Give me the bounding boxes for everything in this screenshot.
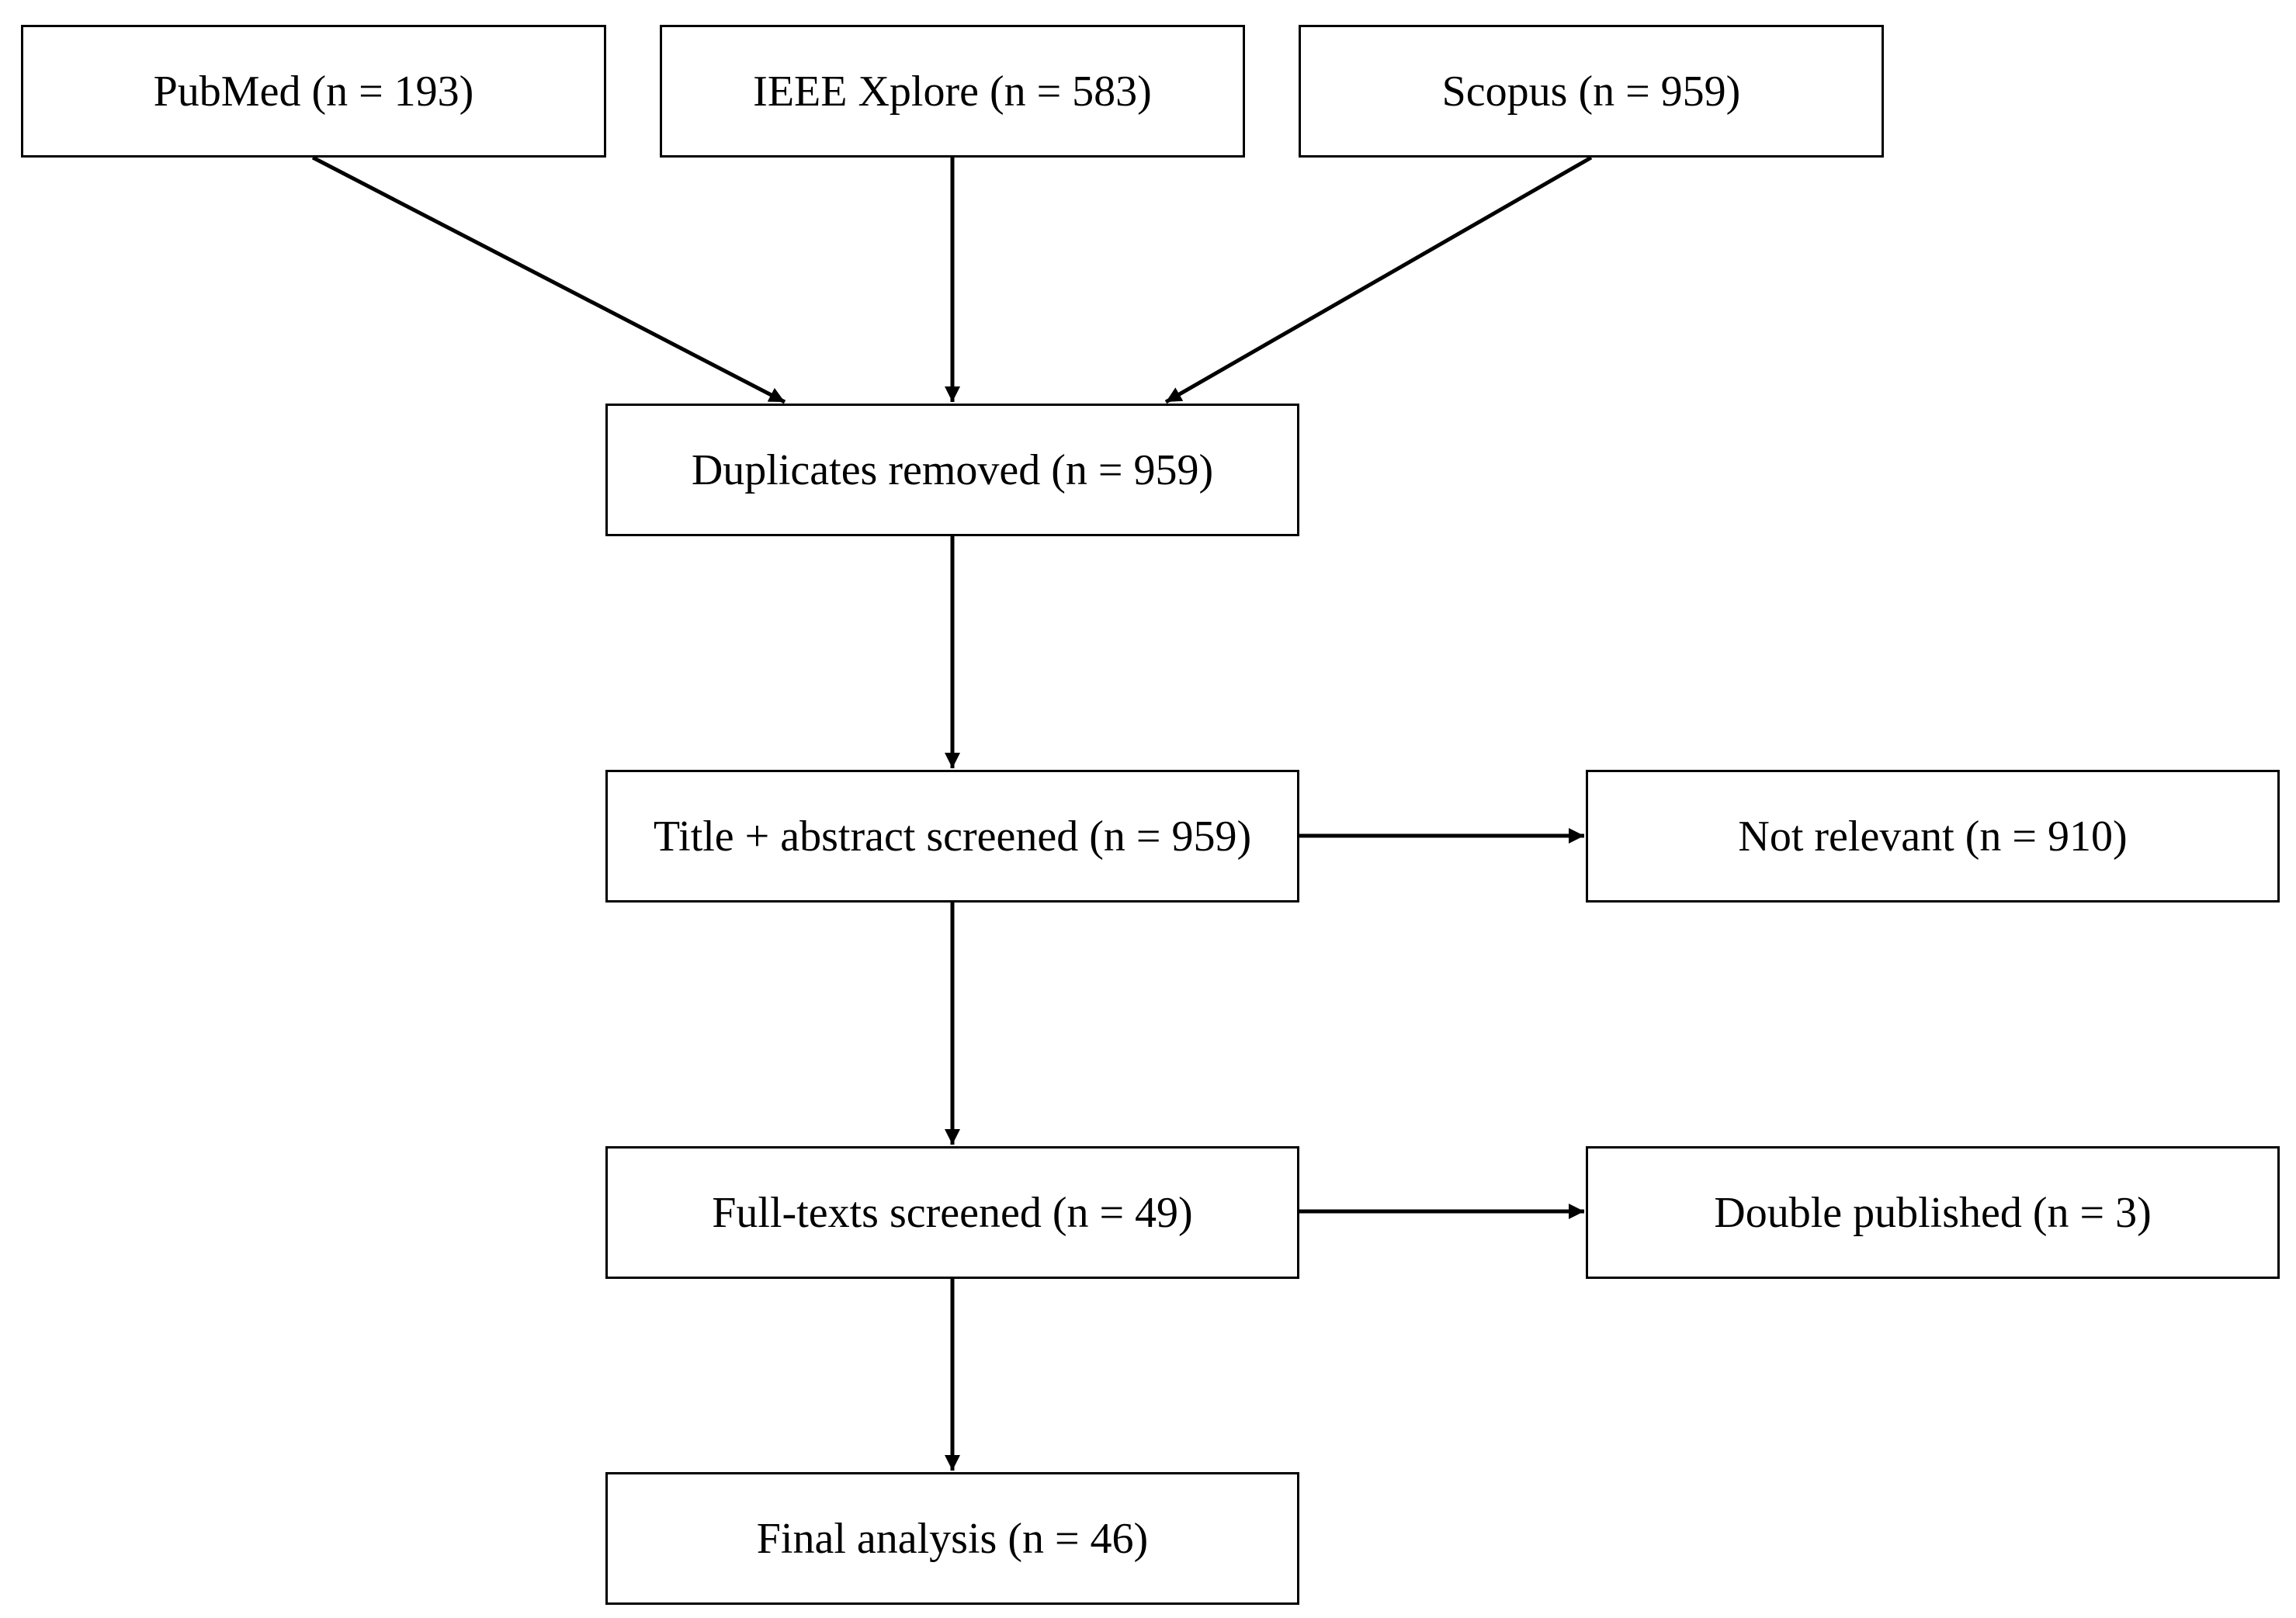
not-relevant-label: Not relevant (n = 910) <box>1738 812 2128 861</box>
pubmed-box: PubMed (n = 193) <box>21 25 606 158</box>
scopus-label: Scopus (n = 959) <box>1441 67 1741 116</box>
duplicates-removed-box: Duplicates removed (n = 959) <box>605 404 1299 536</box>
not-relevant-box: Not relevant (n = 910) <box>1586 770 2280 903</box>
arrow-pubmed-to-duplicates <box>311 155 786 404</box>
title-abstract-screened-box: Title + abstract screened (n = 959) <box>605 770 1299 903</box>
arrow-scopus-to-duplicates <box>1164 155 1593 404</box>
double-published-label: Double published (n = 3) <box>1714 1188 2152 1237</box>
scopus-box: Scopus (n = 959) <box>1299 25 1884 158</box>
title-abstract-screened-label: Title + abstract screened (n = 959) <box>653 812 1252 861</box>
full-texts-screened-label: Full-texts screened (n = 49) <box>712 1188 1193 1237</box>
duplicates-removed-label: Duplicates removed (n = 959) <box>691 445 1214 494</box>
final-analysis-box: Final analysis (n = 46) <box>605 1472 1299 1605</box>
ieee-xplore-box: IEEE Xplore (n = 583) <box>660 25 1245 158</box>
double-published-box: Double published (n = 3) <box>1586 1146 2280 1279</box>
ieee-xplore-label: IEEE Xplore (n = 583) <box>753 67 1152 116</box>
pubmed-label: PubMed (n = 193) <box>153 67 474 116</box>
final-analysis-label: Final analysis (n = 46) <box>756 1514 1149 1563</box>
full-texts-screened-box: Full-texts screened (n = 49) <box>605 1146 1299 1279</box>
